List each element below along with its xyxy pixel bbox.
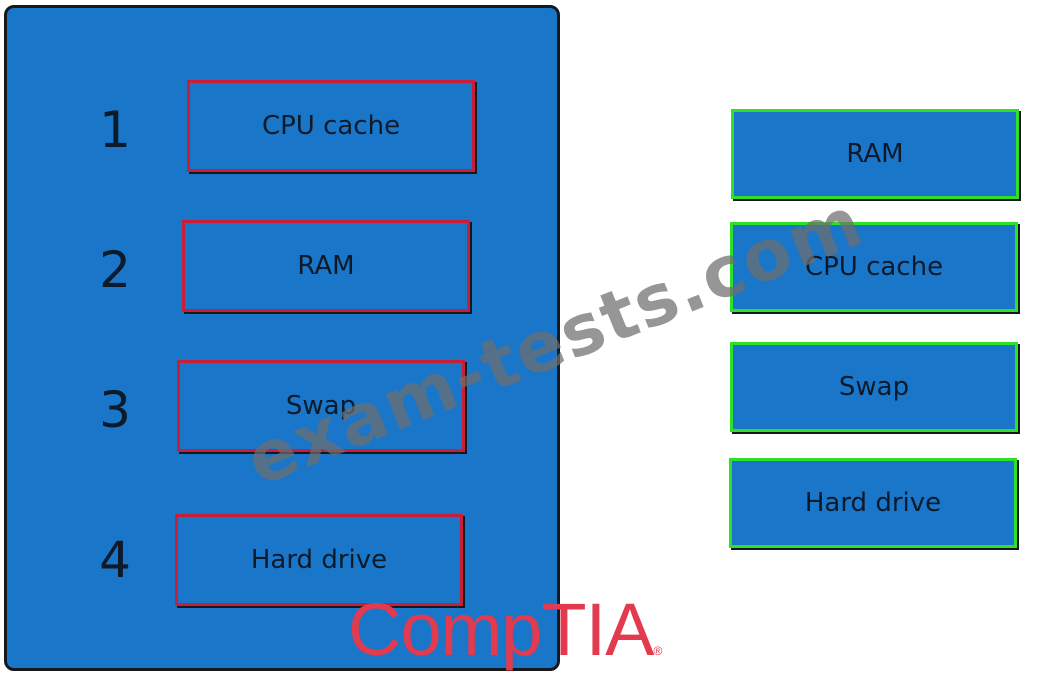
slot-number-2: 2: [99, 241, 131, 299]
option-cpu-cache[interactable]: CPU cache: [730, 222, 1018, 312]
option-swap[interactable]: Swap: [730, 342, 1018, 432]
option-ram[interactable]: RAM: [731, 109, 1019, 199]
answer-slot-3[interactable]: Swap: [177, 360, 465, 452]
answer-slot-4[interactable]: Hard drive: [175, 514, 463, 606]
slot-number-1: 1: [99, 101, 131, 159]
logo-registered-mark: ®: [653, 644, 663, 658]
option-hard-drive[interactable]: Hard drive: [729, 458, 1017, 548]
answer-slot-1[interactable]: CPU cache: [187, 80, 475, 172]
answer-panel: 1 CPU cache 2 RAM 3 Swap 4 Hard drive: [4, 5, 560, 671]
slot-number-3: 3: [99, 381, 131, 439]
answer-slot-2[interactable]: RAM: [182, 220, 470, 312]
slot-number-4: 4: [99, 531, 131, 589]
